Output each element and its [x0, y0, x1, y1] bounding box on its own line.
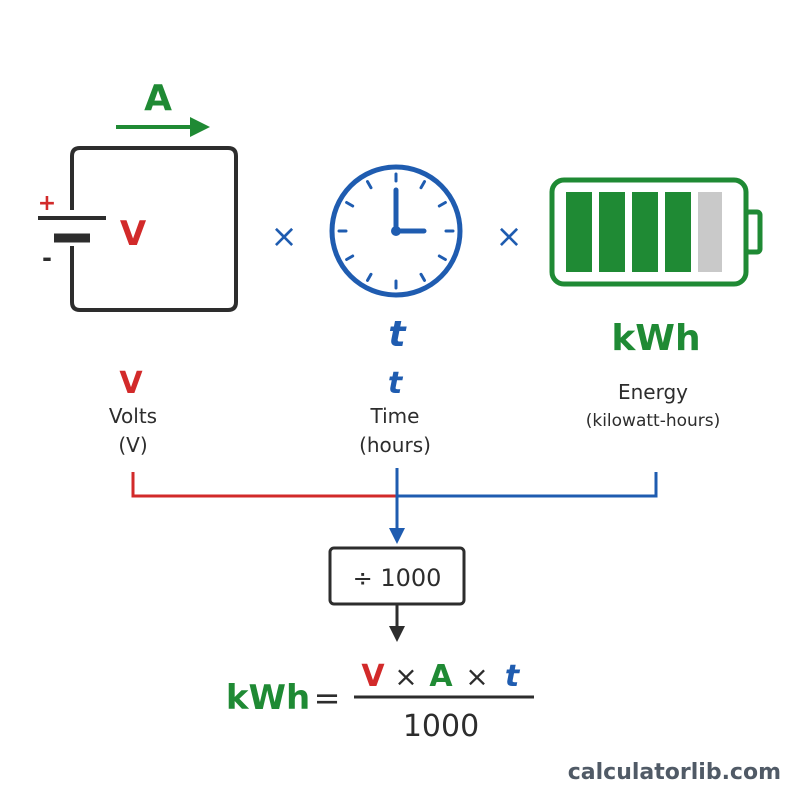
clock-tick [366, 180, 373, 190]
numerator-times-1: × [394, 660, 417, 693]
formula-equals: = [314, 679, 341, 717]
circuit-diagram: A + - V [38, 78, 238, 312]
battery-cell-symbol [38, 216, 106, 243]
energy-unit: (kilowatt-hours) [586, 411, 721, 431]
connector-lines [131, 468, 658, 544]
plus-sign: + [38, 191, 56, 216]
clock-tick [345, 201, 355, 208]
time-label: t [388, 314, 407, 355]
formula-result: kWh [226, 678, 310, 718]
battery-icon [549, 177, 763, 287]
clock-tick [419, 272, 426, 282]
clock-tick [419, 180, 426, 190]
clock-icon [329, 164, 463, 298]
divide-label: ÷ 1000 [353, 564, 442, 592]
energy-name: Energy [618, 380, 688, 404]
denominator: 1000 [403, 709, 479, 744]
time-symbol: t [388, 366, 404, 401]
kwh-formula: kWh = V × A × t 1000 [226, 659, 534, 744]
minus-sign: - [42, 244, 52, 272]
clock-tick [437, 254, 447, 261]
numerator-t: t [505, 659, 521, 694]
time-name: Time [370, 404, 420, 428]
circuit-wire [70, 146, 238, 312]
clock-tick [366, 272, 373, 282]
battery-bar-3 [632, 192, 658, 272]
battery-bar-2 [599, 192, 625, 272]
voltage-label: V [120, 214, 147, 254]
battery-bar-1 [566, 192, 592, 272]
volts-name: Volts [109, 404, 157, 428]
time-unit: (hours) [359, 433, 431, 457]
watermark: calculatorlib.com [568, 760, 781, 785]
clock-tick [345, 254, 355, 261]
volts-unit: (V) [118, 433, 147, 457]
numerator-a: A [429, 659, 453, 694]
multiply-sign-1: × [271, 217, 298, 255]
divide-box: ÷ 1000 [328, 546, 466, 606]
down-arrow [389, 604, 405, 642]
kwh-label: kWh [611, 318, 700, 359]
numerator-times-2: × [465, 660, 488, 693]
numerator-v: V [361, 659, 385, 694]
multiply-sign-2: × [496, 217, 523, 255]
current-arrow [116, 117, 210, 137]
clock-tick [437, 201, 447, 208]
battery-bar-4 [665, 192, 691, 272]
volts-symbol: V [119, 366, 143, 401]
current-label: A [144, 78, 172, 119]
battery-bar-empty [698, 192, 722, 272]
